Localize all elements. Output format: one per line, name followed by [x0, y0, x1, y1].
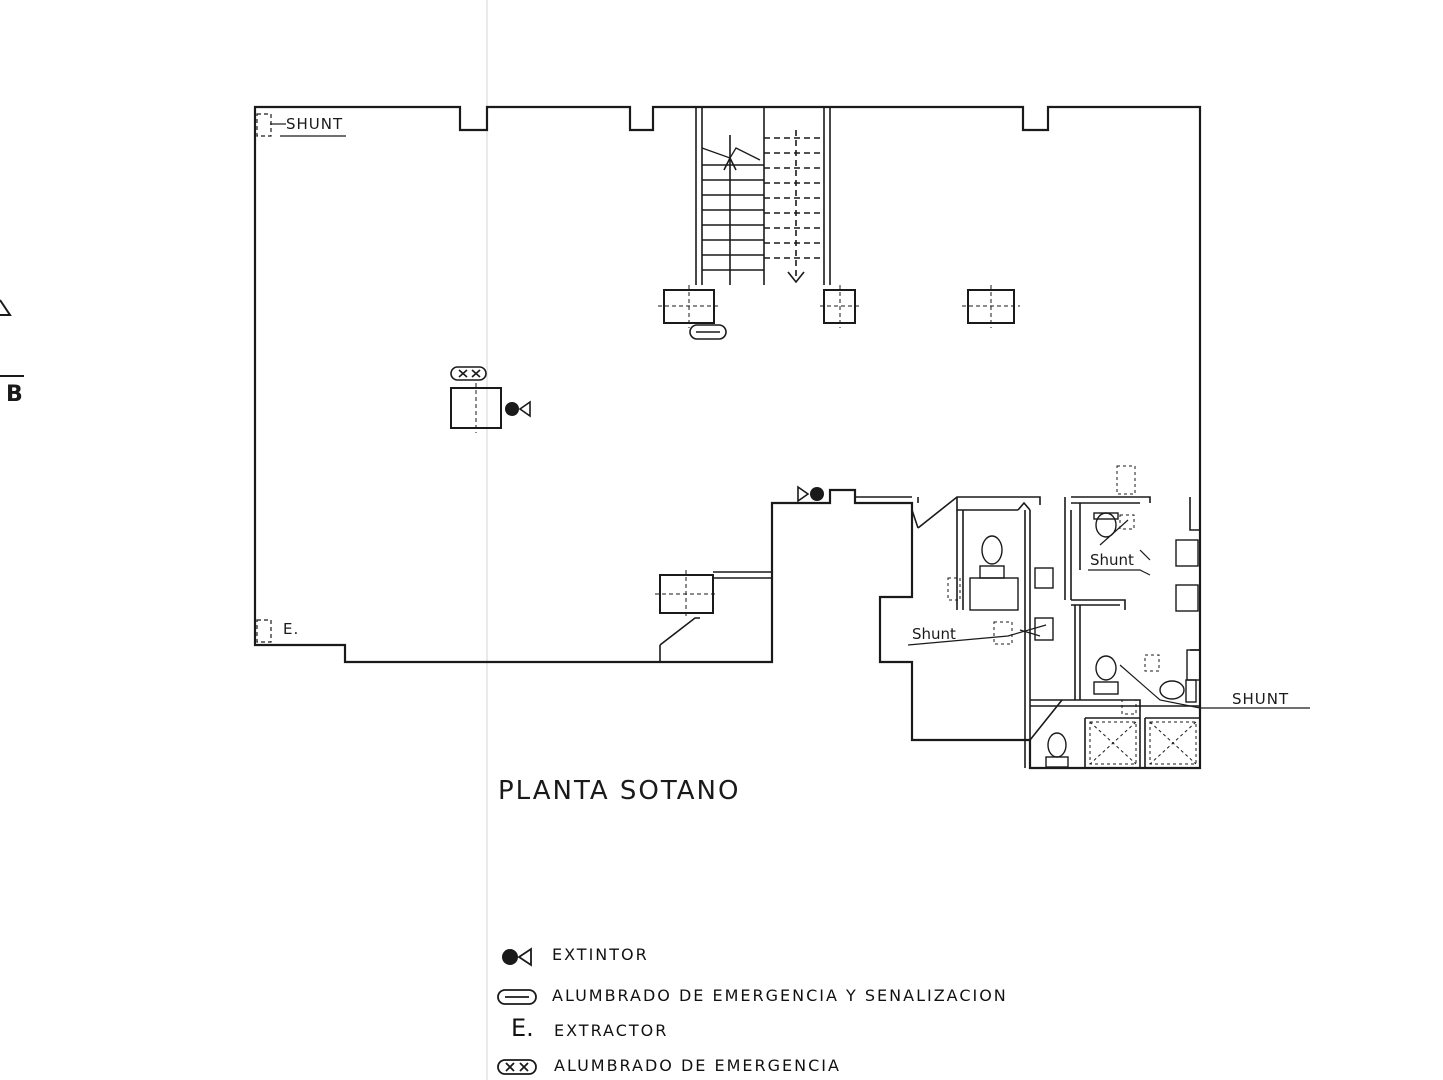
columns — [450, 289, 1015, 614]
staircase — [695, 107, 831, 285]
shunt-label-wc-2: Shunt — [912, 625, 956, 643]
legend-extractor-symbol: E. — [511, 1014, 534, 1042]
shunt-label-top: SHUNT — [286, 115, 344, 133]
drawing-title: PLANTA SOTANO — [498, 776, 741, 806]
legend-emergency-signal-light-icon — [497, 989, 537, 1005]
legend-extintor-icon — [502, 947, 532, 967]
bathroom-block — [917, 496, 1200, 768]
section-mark-label: B — [6, 382, 24, 407]
shunt-label-right: SHUNT — [1232, 690, 1290, 708]
legend-label-extintor: EXTINTOR — [552, 945, 649, 964]
legend-label-emergency: ALUMBRADO DE EMERGENCIA — [554, 1056, 841, 1075]
emergency-light-icon — [450, 366, 487, 381]
extintor-icon — [797, 485, 824, 503]
shunt-label-wc-1: Shunt — [1090, 551, 1134, 569]
extintor-icon — [505, 400, 531, 418]
legend-emergency-light-icon — [497, 1059, 537, 1075]
emergency-signal-light-icon — [689, 324, 727, 340]
legend-label-emergency-signal: ALUMBRADO DE EMERGENCIA Y SENALIZACION — [552, 986, 1008, 1005]
extractor-mark-label: E. — [283, 620, 300, 638]
outer-wall — [253, 105, 1202, 770]
legend-label-extractor: EXTRACTOR — [554, 1021, 669, 1040]
